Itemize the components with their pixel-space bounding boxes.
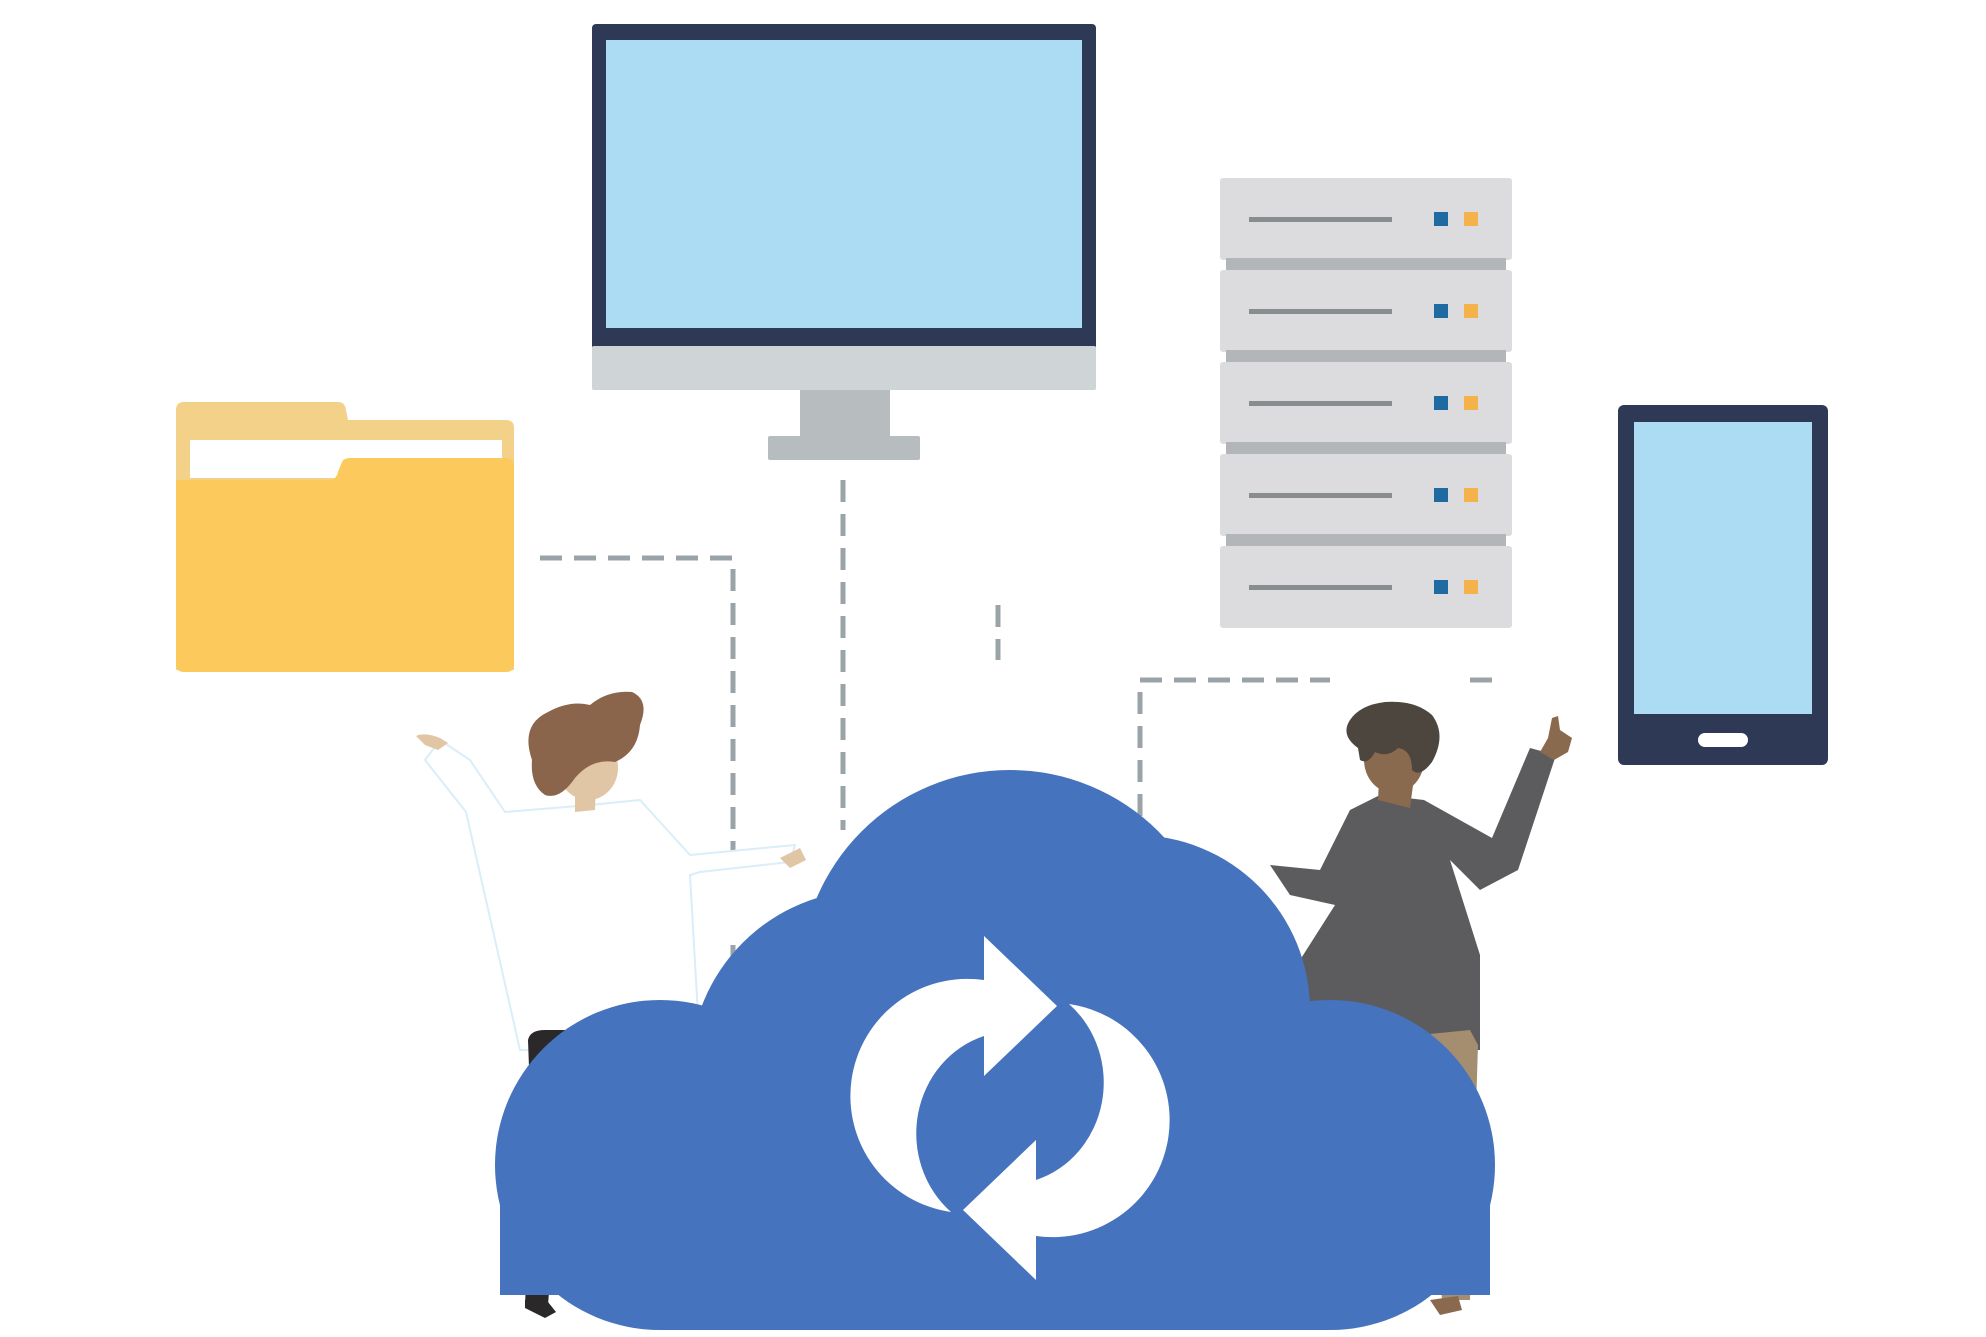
server-unit <box>1220 178 1512 272</box>
server-led-blue <box>1434 304 1448 318</box>
server-unit-divider <box>1226 442 1506 456</box>
server-icon <box>1220 178 1512 628</box>
connector-folder <box>540 555 736 860</box>
server-led-blue <box>1434 212 1448 226</box>
tablet-icon <box>1618 405 1828 765</box>
folder-icon <box>176 402 514 672</box>
server-slot <box>1249 585 1392 590</box>
server-slot <box>1249 401 1392 406</box>
server-led-orange <box>1464 488 1478 502</box>
server-led-blue <box>1434 488 1448 502</box>
server-led-orange <box>1464 212 1478 226</box>
sync-arrows-icon <box>850 936 1170 1280</box>
server-led-orange <box>1464 304 1478 318</box>
server-unit-divider <box>1226 258 1506 272</box>
server-unit <box>1220 270 1512 364</box>
server-slot <box>1249 217 1392 222</box>
connector-server <box>1137 677 1500 850</box>
server-unit <box>1220 362 1512 456</box>
cloud-icon <box>495 770 1495 1330</box>
server-unit <box>1220 546 1512 628</box>
server-led-orange <box>1464 580 1478 594</box>
server-led-blue <box>1434 580 1448 594</box>
server-unit-divider <box>1226 350 1506 364</box>
server-unit-divider <box>1226 534 1506 548</box>
monitor-icon <box>592 24 1096 460</box>
server-led-orange <box>1464 396 1478 410</box>
server-slot <box>1249 493 1392 498</box>
server-slot <box>1249 309 1392 314</box>
server-unit <box>1220 454 1512 548</box>
server-led-blue <box>1434 396 1448 410</box>
